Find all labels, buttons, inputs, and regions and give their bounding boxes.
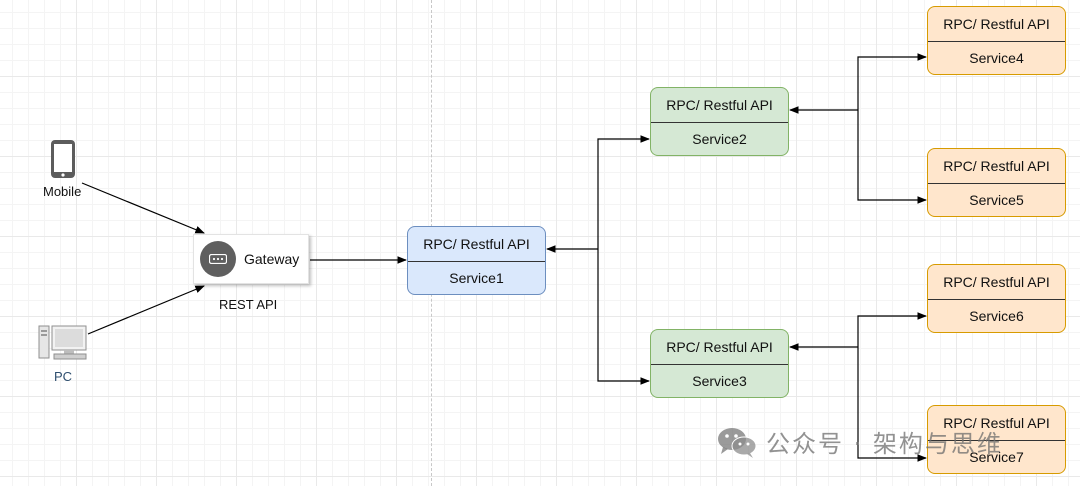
service6-node[interactable]: RPC/ Restful API Service6 [927,264,1066,333]
edge-mobile-gateway [81,182,205,234]
service2-node[interactable]: RPC/ Restful API Service2 [650,87,789,156]
gateway-icon [200,241,236,277]
service3-name: Service3 [692,373,747,390]
service1-header: RPC/ Restful API [408,227,545,262]
service4-node[interactable]: RPC/ Restful API Service4 [927,6,1066,75]
service4-name: Service4 [969,50,1024,67]
service7-node[interactable]: RPC/ Restful API Service7 [927,405,1066,474]
watermark-text: 公众号 · 架构与思维 [766,430,1003,458]
rest-api-caption: REST API [219,297,278,312]
service2-name: Service2 [692,131,747,148]
service5-name: Service5 [969,192,1024,209]
service5-header: RPC/ Restful API [928,149,1065,184]
service3-node[interactable]: RPC/ Restful API Service3 [650,329,789,398]
mobile-label: Mobile [43,184,82,199]
desktop-pc-icon [38,325,87,360]
service2-header: RPC/ Restful API [651,88,788,123]
gateway-node[interactable]: Gateway [193,234,309,284]
gateway-label: Gateway [244,251,300,267]
edge-pc-gateway [87,285,205,335]
service4-header: RPC/ Restful API [928,7,1065,42]
edge-service1-service2 [597,135,650,249]
service7-name: Service7 [969,449,1024,466]
service1-node[interactable]: RPC/ Restful API Service1 [407,226,546,295]
edge-service2-service5 [857,110,927,204]
service6-header: RPC/ Restful API [928,265,1065,300]
edge-service3-service6 [857,312,927,347]
wechat-icon [718,427,757,458]
service1-name: Service1 [449,270,504,287]
service7-header: RPC/ Restful API [928,406,1065,441]
pc-label: PC [54,369,73,384]
service5-node[interactable]: RPC/ Restful API Service5 [927,148,1066,217]
edge-service3-service7 [857,347,927,462]
edge-service2-service4 [857,53,927,110]
watermark: 公众号 · 架构与思维 [716,424,1003,459]
mobile-phone-icon [51,140,75,178]
edge-service1-service3 [597,249,650,385]
service3-header: RPC/ Restful API [651,330,788,365]
service6-name: Service6 [969,308,1024,325]
